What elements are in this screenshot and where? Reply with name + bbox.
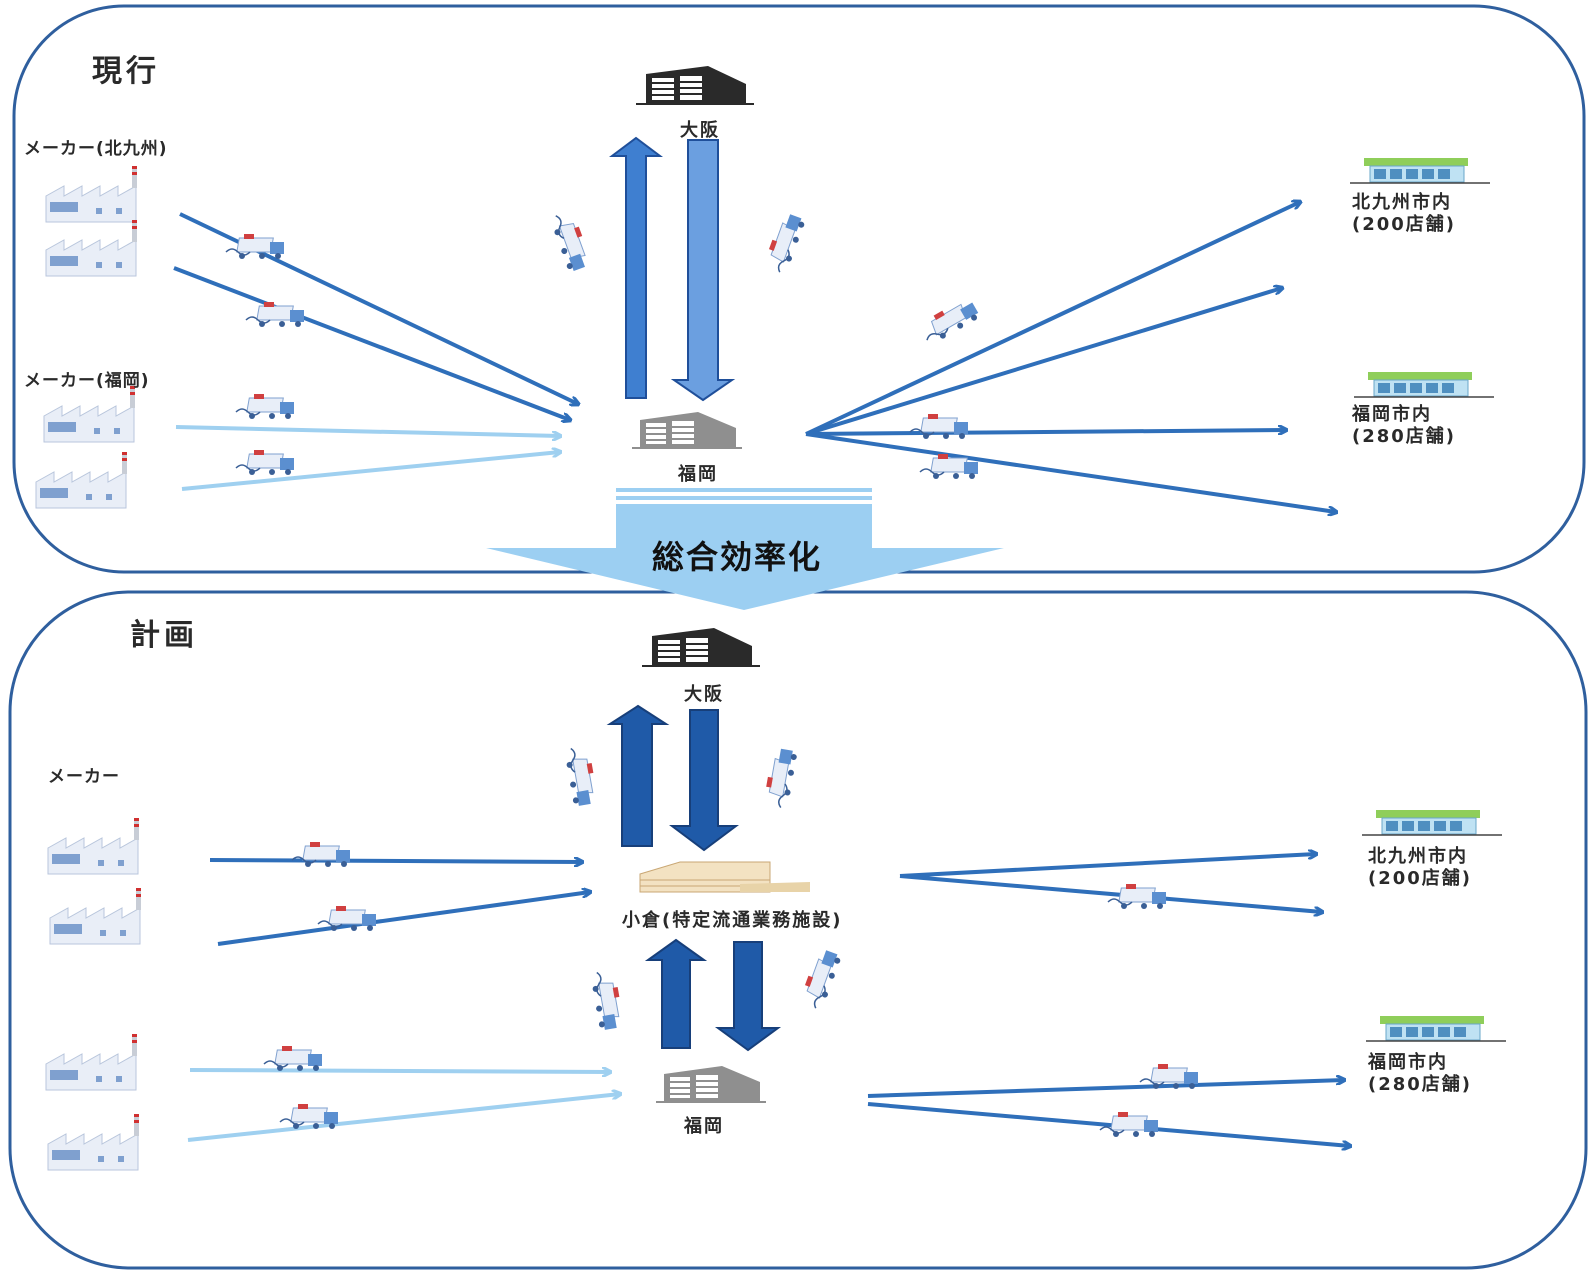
osaka-building-icon: [641, 627, 761, 667]
truck-icon: [245, 301, 305, 328]
arrow-fukuoka-to-kokura: [644, 938, 708, 1049]
current-trucks: [225, 208, 982, 480]
truck-icon: [235, 393, 295, 420]
store-kitakyushu-count: (200店舗): [1352, 214, 1457, 235]
factory-icon: [47, 817, 140, 875]
truck-icon: [225, 233, 285, 260]
plan-store-fukuoka-label: 福岡市内 (280店舗): [1368, 1052, 1472, 1096]
store-kitakyushu-icon: [1361, 809, 1503, 836]
arrow-maker-to-fukuoka-1: [189, 1070, 610, 1072]
current-maker-arrows: [173, 212, 578, 491]
arrow-from-osaka: [670, 139, 736, 402]
factory-icon: [43, 385, 136, 443]
arrow-to-osaka: [609, 136, 663, 399]
plan-fukuoka-label: 福岡: [684, 1116, 724, 1137]
truck-icon: [235, 449, 295, 476]
plan-maker-arrows: [187, 860, 620, 1142]
maker-kitakyushu-label: メーカー(北九州): [24, 139, 168, 159]
truck-icon: [589, 968, 626, 1032]
truck-icon: [798, 946, 843, 1012]
truck-icon: [762, 210, 807, 276]
store-fukuoka-count: (280店舗): [1352, 426, 1457, 447]
transition-arrow: [486, 504, 1004, 610]
factory-icon: [49, 887, 142, 945]
truck-icon: [263, 1045, 323, 1072]
plan-kokura-fukuoka-arrows: [644, 938, 782, 1052]
fukuoka-building-icon: [655, 1065, 767, 1103]
factory-icon: [35, 451, 128, 509]
store-kitakyushu-icon: [1349, 157, 1491, 184]
arrow-kokura-to-kitakyushu-1: [899, 854, 1316, 878]
current-osaka-fukuoka-arrows: [609, 136, 736, 402]
current-factories: [35, 165, 138, 509]
current-store-arrows: [805, 202, 1336, 512]
plan-store-arrows: [867, 854, 1350, 1146]
osaka-label: 大阪: [680, 120, 720, 141]
arrow-maker-kitakyushu-2: [173, 266, 570, 420]
store-fukuoka-label: 福岡市内 (280店舗): [1352, 404, 1456, 448]
transition-banner: [486, 488, 1004, 610]
truck-icon: [909, 413, 969, 440]
plan-factories: [45, 817, 142, 1171]
plan-store-kitakyushu-name: 北九州市内: [1368, 846, 1468, 867]
arrow-maker-fukuoka-1: [175, 425, 560, 436]
arrow-kokura-to-kitakyushu-2: [899, 874, 1322, 912]
current-frame: [12, 4, 1586, 574]
maker-label: メーカー: [48, 767, 120, 787]
store-kitakyushu-label: 北九州市内 (200店舗): [1352, 192, 1456, 236]
arrow-to-kitakyushu-2: [805, 288, 1282, 436]
plan-store-kitakyushu-label: 北九州市内 (200店舗): [1368, 846, 1472, 890]
factory-icon: [47, 1113, 140, 1171]
arrow-osaka-to-kokura: [669, 709, 739, 852]
store-fukuoka-icon: [1353, 371, 1495, 398]
arrow-fukuoka-to-city-1: [867, 1080, 1344, 1098]
kokura-label: 小倉(特定流通業務施設): [622, 910, 843, 931]
arrow-maker-to-kokura-2: [217, 892, 590, 946]
current-section-title: 現行: [92, 54, 160, 89]
arrow-fukuoka-to-city-2: [867, 1102, 1350, 1146]
fukuoka-building-icon: [631, 411, 743, 449]
plan-osaka-kokura-arrows: [606, 704, 739, 852]
arrow-to-fukuoka-city-2: [805, 432, 1336, 512]
plan-section-title: 計画: [130, 618, 198, 653]
arrow-maker-to-kokura-1: [209, 860, 582, 862]
arrow-to-kitakyushu-1: [805, 202, 1300, 436]
fukuoka-label: 福岡: [678, 464, 718, 485]
osaka-building-icon: [635, 65, 755, 105]
plan-store-kitakyushu-count: (200店舗): [1368, 868, 1473, 889]
truck-icon: [1107, 883, 1167, 910]
store-fukuoka-name: 福岡市内: [1352, 404, 1432, 425]
factory-icon: [45, 1033, 138, 1091]
truck-icon: [291, 841, 351, 868]
plan-store-fukuoka-count: (280店舗): [1368, 1074, 1473, 1095]
plan-store-fukuoka-name: 福岡市内: [1368, 1052, 1448, 1073]
truck-icon: [563, 744, 600, 808]
store-kitakyushu-name: 北九州市内: [1352, 192, 1452, 213]
arrow-maker-to-fukuoka-2: [187, 1094, 620, 1142]
arrow-kokura-to-osaka: [606, 704, 670, 847]
arrow-kokura-to-fukuoka: [714, 941, 782, 1052]
truck-icon: [917, 294, 982, 348]
factory-icon: [45, 219, 138, 277]
truck-icon: [548, 208, 594, 274]
factory-icon: [45, 165, 138, 223]
transition-label: 総合効率化: [652, 538, 823, 576]
arrow-maker-fukuoka-2: [181, 452, 560, 491]
truck-icon: [762, 746, 799, 810]
store-fukuoka-icon: [1365, 1015, 1507, 1042]
kokura-warehouse-icon: [639, 861, 811, 893]
arrow-to-fukuoka-city-1: [805, 430, 1286, 436]
plan-osaka-label: 大阪: [684, 684, 724, 705]
maker-fukuoka-label: メーカー(福岡): [24, 371, 150, 391]
